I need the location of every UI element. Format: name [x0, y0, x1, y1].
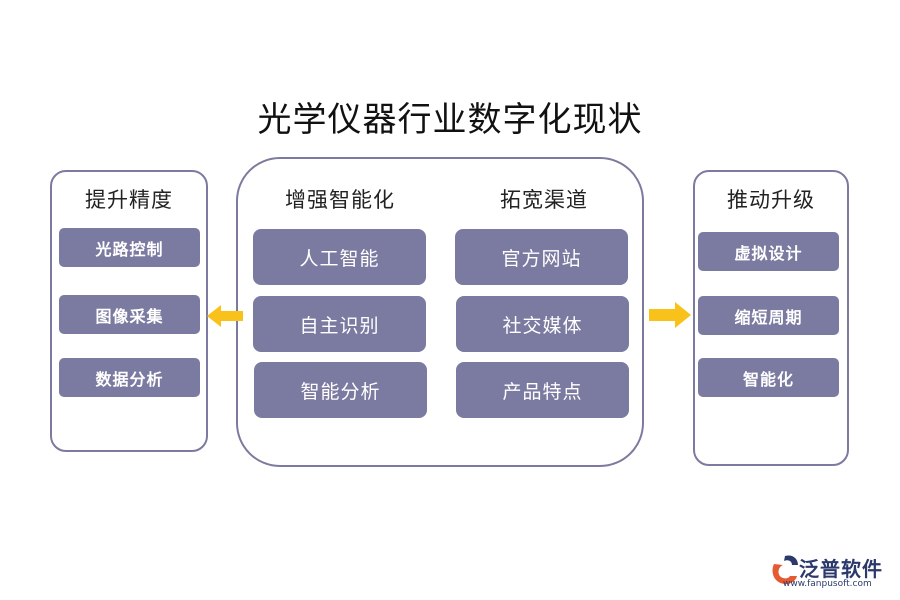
middle-left-heading: 增强智能化 [285, 188, 395, 212]
logo-name: 泛普软件 [799, 557, 883, 581]
left-arrow-icon [207, 305, 243, 327]
left-item-2: 图像采集 [59, 295, 200, 334]
middle-left-item-2: 自主识别 [253, 296, 426, 352]
middle-left-item-1: 人工智能 [253, 229, 426, 285]
middle-right-heading: 拓宽渠道 [500, 188, 588, 212]
fanpu-logo-icon [772, 555, 798, 584]
middle-left-item-3: 智能分析 [254, 362, 427, 418]
left-item-3: 数据分析 [59, 358, 200, 397]
left-panel-heading: 提升精度 [85, 188, 173, 212]
right-arrow-icon [649, 302, 691, 328]
right-panel-heading: 推动升级 [727, 188, 815, 212]
right-item-2: 缩短周期 [698, 296, 839, 335]
right-item-1: 虚拟设计 [698, 232, 839, 271]
right-item-3: 智能化 [698, 358, 839, 397]
logo-url: www.fanpusoft.com [783, 579, 872, 589]
left-item-1: 光路控制 [59, 228, 200, 267]
middle-right-item-3: 产品特点 [456, 362, 629, 418]
middle-right-item-2: 社交媒体 [456, 296, 629, 352]
middle-right-item-1: 官方网站 [455, 229, 628, 285]
page-title: 光学仪器行业数字化现状 [257, 100, 643, 140]
